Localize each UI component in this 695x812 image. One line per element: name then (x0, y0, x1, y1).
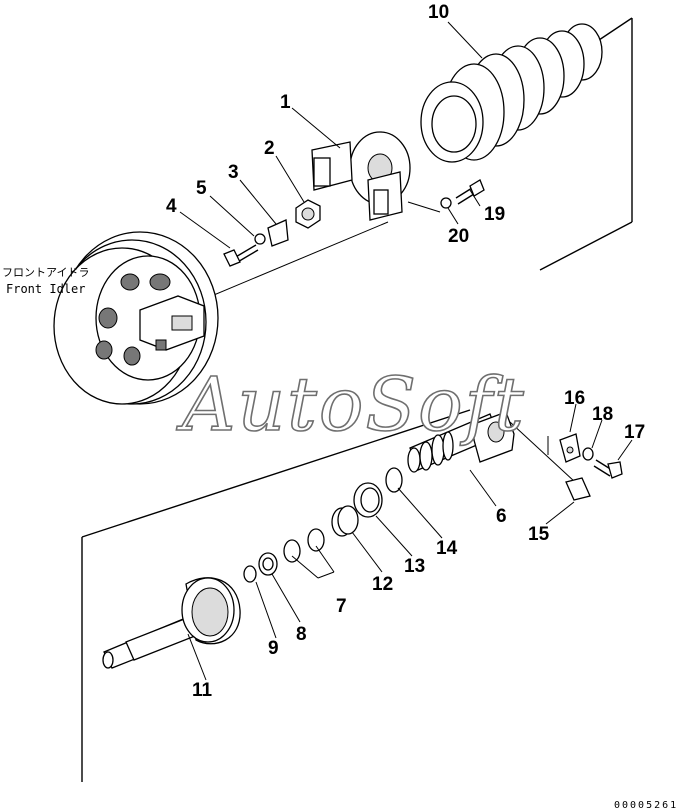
cylinder-rod (407, 411, 515, 473)
callout-11: 11 (192, 680, 213, 701)
front-idler-label-en: Front Idler (6, 282, 85, 296)
recoil-spring (420, 23, 603, 163)
callout-9: 9 (268, 638, 279, 659)
snap-ring-14 (385, 467, 403, 493)
callout-10: 10 (428, 2, 449, 23)
washer-18 (582, 447, 594, 461)
callout-16: 16 (564, 388, 585, 409)
bushing-8 (258, 552, 278, 576)
callout-1: 1 (280, 92, 291, 113)
bolt-4 (223, 244, 259, 267)
callout-4: 4 (166, 196, 177, 217)
callout-17: 17 (624, 422, 645, 443)
bolt-19 (455, 179, 485, 205)
callout-18: 18 (592, 404, 613, 425)
packing-7 (283, 528, 335, 579)
callout-5: 5 (196, 178, 207, 199)
snap-ring-9 (243, 565, 257, 583)
drawing-number: 00005261 (614, 800, 678, 811)
callout-3: 3 (228, 162, 239, 183)
ring-13 (353, 482, 383, 518)
callout-14: 14 (436, 538, 458, 559)
front-idler (53, 231, 219, 405)
callout-7: 7 (336, 596, 347, 617)
plate-16 (559, 433, 581, 463)
lower-frame-lines (81, 409, 576, 782)
front-idler-label-jp: フロントアイドラ (2, 266, 89, 279)
lock-plate (267, 219, 289, 247)
nut (295, 199, 321, 229)
leader-lines (179, 21, 633, 681)
front-idler-label: フロントアイドラ Front Idler (2, 266, 89, 296)
callout-labels: 1 2 3 4 5 6 7 8 9 10 11 12 13 14 15 16 1… (166, 2, 645, 701)
watermark: AutoSoft (176, 362, 526, 448)
callout-6: 6 (496, 506, 507, 527)
callout-2: 2 (264, 138, 275, 159)
callout-12: 12 (372, 574, 393, 595)
piston-rod (102, 577, 241, 669)
callout-8: 8 (296, 624, 307, 645)
upper-frame-lines (189, 17, 633, 306)
grease-fitting-15 (565, 477, 591, 501)
yoke-block (311, 131, 411, 221)
callout-15: 15 (528, 524, 550, 545)
callout-13: 13 (404, 556, 425, 577)
washer-20 (440, 197, 452, 209)
bolt-17 (593, 459, 623, 479)
ring-12 (331, 505, 359, 537)
callout-19: 19 (484, 204, 505, 225)
callout-20: 20 (448, 226, 469, 247)
washer-5 (254, 233, 266, 245)
